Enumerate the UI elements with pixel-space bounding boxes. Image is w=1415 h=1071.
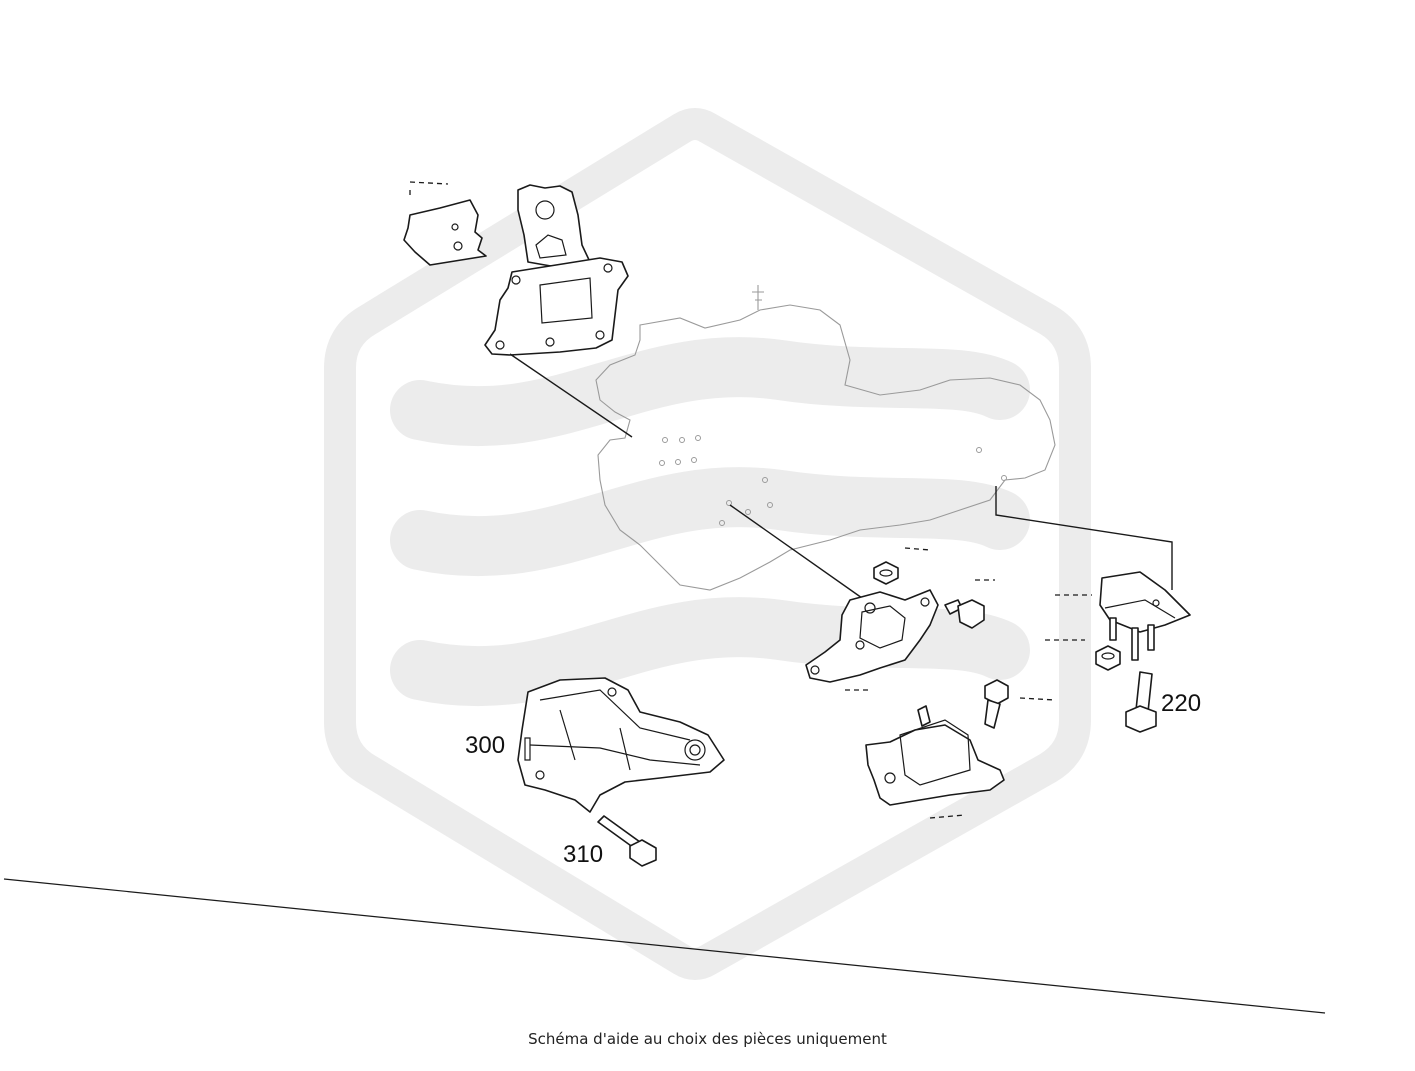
transmission-body bbox=[595, 304, 1056, 591]
callout-310: 310 bbox=[563, 841, 603, 868]
center-bracket-dashes bbox=[845, 579, 995, 691]
center-bracket-bushing bbox=[859, 605, 906, 649]
center-bracket-hole-3 bbox=[810, 665, 820, 675]
upper-bracket-bolt-hole-2 bbox=[603, 263, 613, 273]
leader-upper-bracket bbox=[509, 353, 633, 438]
leader-bracket-220 bbox=[995, 486, 1173, 590]
lower-mount bbox=[865, 697, 1056, 819]
center-mount-bracket bbox=[805, 579, 995, 691]
lower-mount-base bbox=[865, 724, 1005, 806]
upper-mount-bracket bbox=[484, 184, 629, 356]
lower-mount-stud bbox=[917, 705, 931, 727]
bracket-300-hole-1 bbox=[607, 687, 617, 697]
bracket-300-rib-1 bbox=[539, 689, 691, 741]
callout-300: 300 bbox=[465, 732, 505, 759]
heat-shield-dashes bbox=[409, 181, 449, 198]
bracket-220-stud-1 bbox=[1109, 617, 1117, 641]
upper-bracket-bolt-hole-4 bbox=[545, 337, 555, 347]
center-bracket-hole-1 bbox=[864, 602, 876, 614]
heat-shield-plate bbox=[403, 199, 487, 266]
bracket-300-rib-3 bbox=[559, 709, 631, 771]
transmission-outline bbox=[595, 285, 1056, 591]
lower-mount-body bbox=[899, 719, 971, 786]
lower-mount-hole bbox=[884, 772, 896, 784]
bracket-220 bbox=[1045, 571, 1191, 661]
bolt-220 bbox=[1125, 671, 1157, 733]
upper-bracket-window bbox=[539, 277, 593, 324]
bracket-220-hole bbox=[1152, 599, 1160, 607]
hex-bolt-center bbox=[944, 599, 985, 629]
bracket-220-stud-3 bbox=[1147, 624, 1155, 651]
bracket-300-body bbox=[517, 677, 725, 813]
bracket-220-plate bbox=[1099, 571, 1191, 633]
bolt-310 bbox=[597, 815, 657, 867]
heat-shield-hole-1 bbox=[451, 223, 459, 231]
bracket-300-boss-inner bbox=[689, 744, 701, 756]
leader-center-bracket bbox=[729, 504, 863, 599]
upper-bracket-bolt-hole-5 bbox=[595, 330, 605, 340]
flange-nut-220 bbox=[1095, 645, 1121, 671]
transmission-breather bbox=[752, 285, 764, 310]
upper-bracket-cutout bbox=[535, 234, 567, 259]
watermark-wave-1 bbox=[390, 337, 1030, 447]
baseline-line bbox=[3, 878, 1326, 1014]
heat-shield bbox=[403, 181, 487, 266]
upper-bracket-bolt-hole-3 bbox=[495, 340, 505, 350]
watermark-wave-3 bbox=[390, 597, 1030, 707]
bracket-300-hole-2 bbox=[535, 770, 545, 780]
upper-bracket-arm bbox=[517, 184, 591, 271]
heat-shield-hole-2 bbox=[453, 241, 463, 251]
callout-220: 220 bbox=[1161, 690, 1201, 717]
watermark-logo bbox=[324, 108, 1091, 980]
bracket-220-dashes bbox=[1045, 594, 1092, 641]
hex-bolt-lower bbox=[984, 679, 1009, 729]
center-bracket-body bbox=[805, 589, 939, 683]
bracket-300 bbox=[517, 677, 725, 813]
center-bracket-hole-4 bbox=[855, 640, 865, 650]
bracket-300-rib-2 bbox=[529, 744, 701, 766]
bracket-300-slot bbox=[524, 737, 531, 761]
transmission-bolt-holes bbox=[659, 435, 1007, 526]
watermark-hexagon bbox=[324, 108, 1091, 980]
flange-nut-top bbox=[873, 547, 931, 585]
watermark-wave-2 bbox=[390, 467, 1030, 577]
lower-mount-dashes bbox=[929, 697, 1056, 819]
center-bracket-hole-2 bbox=[920, 597, 930, 607]
bracket-220-rib bbox=[1104, 599, 1176, 619]
bracket-220-stud-2 bbox=[1131, 627, 1139, 661]
diagram-caption: Schéma d'aide au choix des pièces unique… bbox=[528, 1030, 887, 1048]
upper-bracket-hole bbox=[535, 200, 555, 220]
bracket-300-boss bbox=[684, 739, 706, 761]
upper-bracket-bolt-hole-1 bbox=[511, 275, 521, 285]
upper-bracket-flange bbox=[484, 257, 629, 356]
